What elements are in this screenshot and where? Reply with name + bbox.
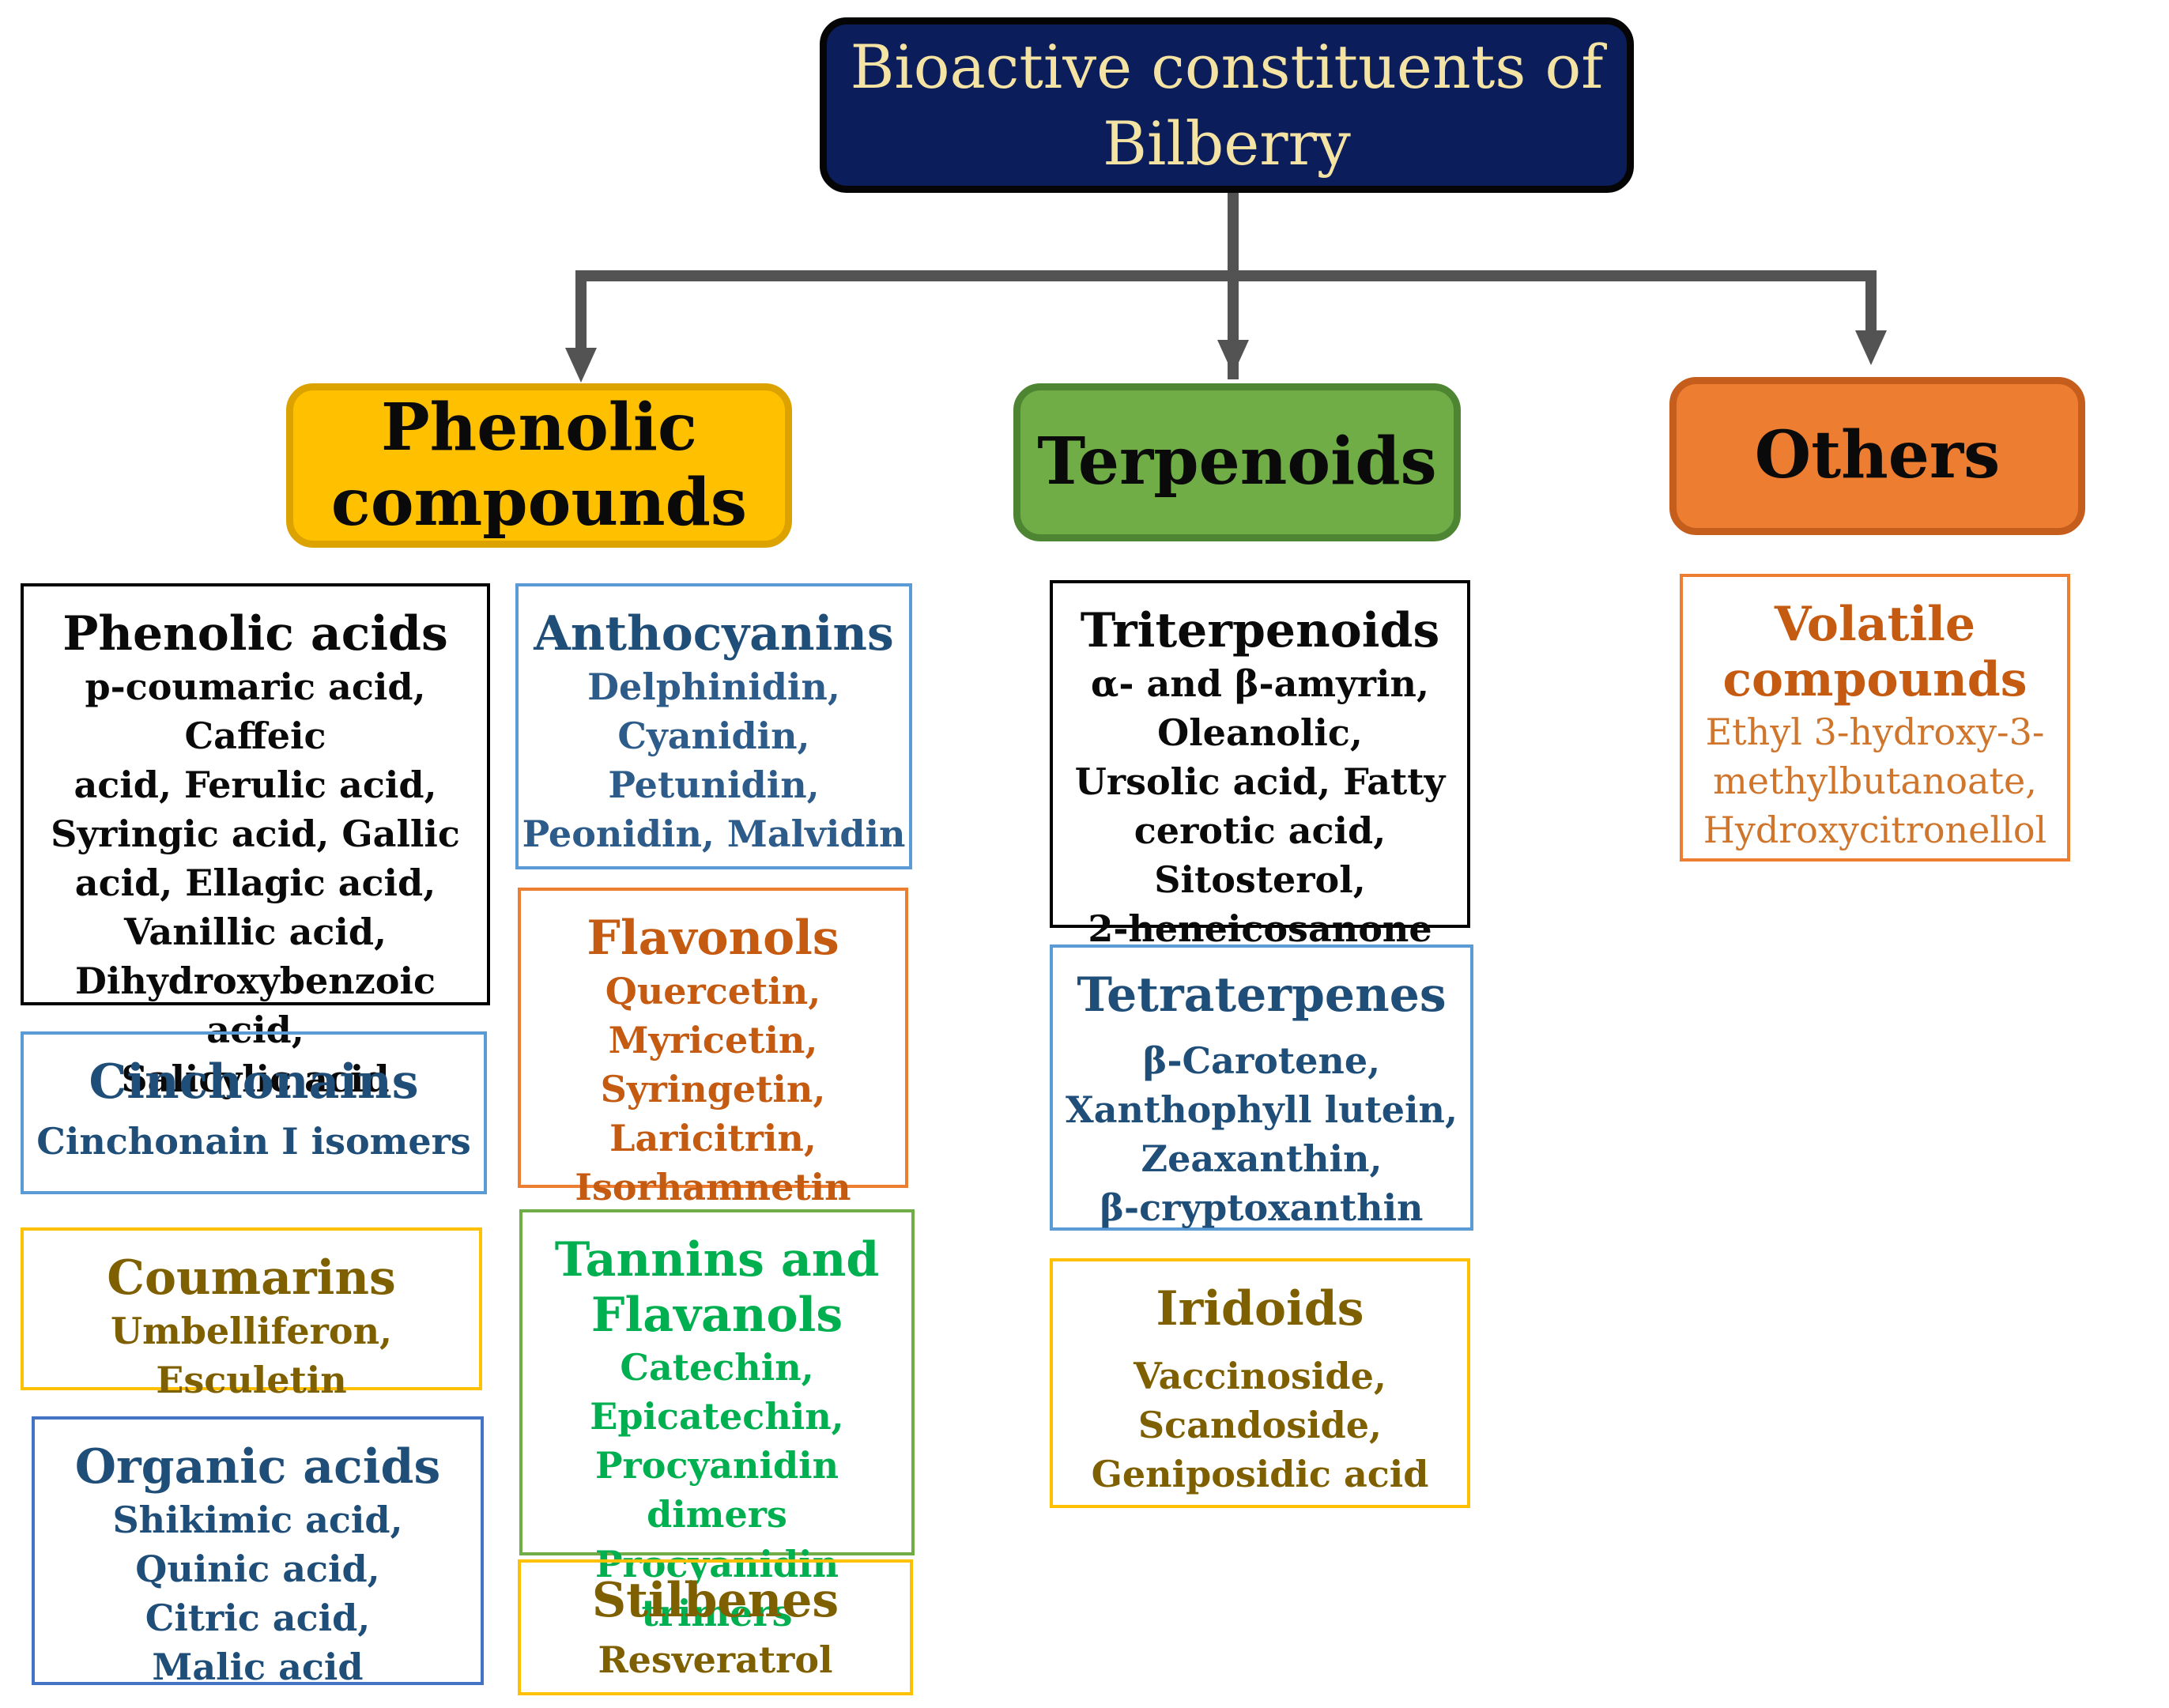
organic-acids-item: Malic acid	[152, 1645, 364, 1688]
category-terpenoids-label: Terpenoids	[1037, 424, 1437, 500]
phenolic-acids-item: Vanillic acid,	[123, 911, 387, 954]
triterpenoids-title: Triterpenoids	[1080, 603, 1440, 658]
triterpenoids-item: α- and β-amyrin,	[1091, 662, 1429, 705]
tetraterpenes-title: Tetraterpenes	[1077, 967, 1447, 1023]
connector-right-drop	[1865, 270, 1877, 332]
tannins-title-line2: Flavanols	[590, 1287, 843, 1343]
category-others-label: Others	[1754, 417, 2001, 494]
root-title-line2: Bilberry	[1103, 108, 1351, 179]
iridoids-item: Geniposidic acid	[1091, 1452, 1429, 1495]
flavonols-item: Isorhamnetin	[575, 1165, 851, 1208]
coumarins-item: Esculetin	[156, 1358, 347, 1401]
box-phenolic-acids: Phenolic acids p-coumaric acid, Caffeic …	[21, 583, 490, 1100]
box-volatile-compounds: Volatile compounds Ethyl 3-hydroxy-3- me…	[1680, 574, 2070, 862]
category-terpenoids: Terpenoids	[1013, 383, 1461, 541]
box-stilbenes: Stilbenes Resveratrol	[518, 1559, 913, 1695]
volatile-item: Ethyl 3-hydroxy-3-	[1705, 711, 2045, 754]
tannins-item: Epicatechin,	[590, 1395, 844, 1438]
tannins-item: Procyanidin dimers	[594, 1444, 839, 1536]
flavonols-item: Laricitrin,	[609, 1116, 817, 1159]
category-phenolic-line1: Phenolic	[381, 389, 697, 466]
anthocyanins-item: Delphinidin,	[587, 665, 840, 708]
root-title-line1: Bioactive constituents of	[850, 31, 1604, 102]
organic-acids-item: Quinic acid,	[135, 1547, 380, 1590]
root-node: Bioactive constituents of Bilberry	[820, 17, 1634, 193]
connector-root-stem	[1228, 190, 1239, 379]
volatile-item: Hydroxycitronellol	[1703, 809, 2047, 852]
coumarins-title: Coumarins	[107, 1250, 396, 1306]
volatile-title-line1: Volatile	[1774, 597, 1976, 652]
phenolic-acids-title: Phenolic acids	[62, 606, 448, 662]
organic-acids-item: Citric acid,	[145, 1596, 371, 1639]
flavonols-item: Quercetin,	[605, 969, 821, 1012]
phenolic-acids-item: acid, Ferulic acid,	[74, 763, 437, 806]
anthocyanins-item: Cyanidin,	[617, 714, 810, 757]
tetraterpenes-item: Zeaxanthin,	[1141, 1137, 1383, 1180]
volatile-title-line2: compounds	[1722, 651, 2028, 707]
phenolic-acids-item: p-coumaric acid, Caffeic	[85, 665, 426, 757]
triterpenoids-item: cerotic acid,	[1134, 809, 1386, 852]
iridoids-title: Iridoids	[1156, 1281, 1364, 1337]
arrow-to-terpenoids	[1217, 340, 1249, 375]
cinchonains-item: Cinchonain I isomers	[36, 1119, 471, 1163]
tetraterpenes-item: β-cryptoxanthin	[1100, 1186, 1424, 1229]
flavonols-item: Syringetin,	[600, 1067, 826, 1110]
box-cinchonains: Cinchonains Cinchonain I isomers	[21, 1031, 487, 1194]
tannins-title-line1: Tannins and	[554, 1232, 880, 1288]
iridoids-item: Scandoside,	[1137, 1403, 1383, 1446]
triterpenoids-item: Ursolic acid, Fatty	[1074, 760, 1446, 803]
connector-left-drop	[575, 270, 587, 349]
cinchonains-title: Cinchonains	[89, 1054, 419, 1110]
tetraterpenes-item: β-Carotene,	[1142, 1039, 1381, 1082]
arrow-to-phenolic	[565, 348, 597, 383]
tetraterpenes-item: Xanthophyll lutein,	[1066, 1088, 1458, 1131]
coumarins-item: Umbelliferon,	[110, 1309, 393, 1352]
connector-horizontal	[575, 270, 1877, 281]
box-tetraterpenes: Tetraterpenes β-Carotene, Xanthophyll lu…	[1050, 944, 1473, 1231]
phenolic-acids-item: acid, Ellagic acid,	[74, 861, 436, 904]
stilbenes-item: Resveratrol	[598, 1638, 833, 1681]
box-organic-acids: Organic acids Shikimic acid, Quinic acid…	[32, 1416, 484, 1688]
tannins-item: Catechin,	[620, 1346, 814, 1389]
triterpenoids-item: Oleanolic,	[1157, 711, 1363, 754]
organic-acids-item: Shikimic acid,	[112, 1498, 403, 1541]
stilbenes-title: Stilbenes	[591, 1573, 839, 1628]
iridoids-item: Vaccinoside,	[1134, 1354, 1386, 1397]
anthocyanins-title: Anthocyanins	[534, 606, 894, 662]
organic-acids-title: Organic acids	[74, 1439, 441, 1495]
phenolic-acids-item: Dihydroxybenzoic acid,	[75, 960, 436, 1052]
category-phenolic-compounds: Phenolic compounds	[286, 383, 792, 548]
arrow-to-others	[1855, 330, 1887, 365]
phenolic-acids-item: Syringic acid, Gallic	[51, 812, 460, 855]
tannins-item: Procyanidin trimers	[594, 1542, 839, 1634]
triterpenoids-item: 2-heneicosanone	[1088, 907, 1432, 951]
anthocyanins-item: Petunidin,	[608, 763, 820, 806]
flavonols-title: Flavonols	[587, 911, 839, 966]
box-coumarins: Coumarins Umbelliferon, Esculetin	[21, 1227, 482, 1401]
box-flavonols: Flavonols Quercetin, Myricetin, Syringet…	[518, 888, 908, 1208]
box-iridoids: Iridoids Vaccinoside, Scandoside, Genipo…	[1050, 1258, 1470, 1508]
anthocyanins-item: Peonidin, Malvidin	[522, 812, 906, 855]
category-phenolic-line2: compounds	[330, 465, 748, 541]
box-triterpenoids: Triterpenoids α- and β-amyrin, Oleanolic…	[1050, 580, 1470, 950]
box-anthocyanins: Anthocyanins Delphinidin, Cyanidin, Petu…	[515, 583, 912, 869]
phenolic-acids-item: Salicylic acid	[121, 1058, 390, 1101]
category-others: Others	[1669, 377, 2085, 535]
triterpenoids-item: Sitosterol,	[1154, 858, 1366, 901]
flavonols-item: Myricetin,	[608, 1018, 818, 1061]
box-tannins-flavanols: Tannins and Flavanols Catechin, Epicatec…	[519, 1209, 915, 1634]
volatile-item: methylbutanoate,	[1713, 760, 2037, 803]
